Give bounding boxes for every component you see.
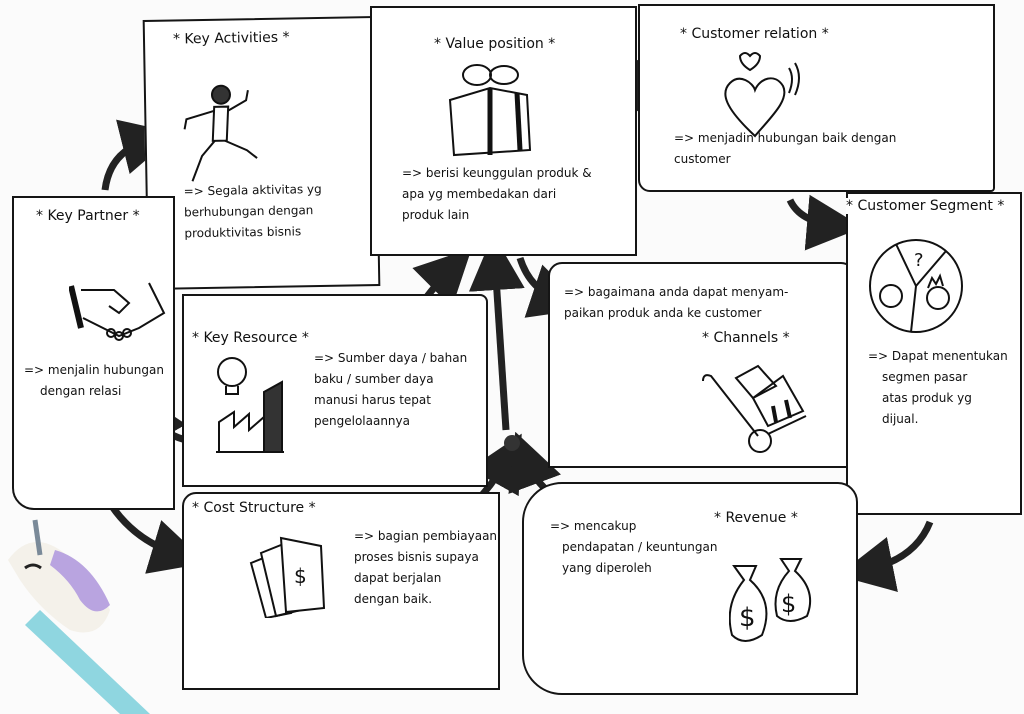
key-partner-description: => menjalin hubungan dengan relasi: [24, 360, 164, 402]
svg-text:$: $: [739, 603, 756, 633]
desc-line: dapat berjalan: [354, 571, 442, 585]
money-bills-icon: $: [249, 536, 326, 618]
desc-line: dijual.: [882, 412, 919, 426]
cost-structure-block: * Cost Structure * $ => bagian pembiayaa…: [182, 492, 500, 690]
revenue-title: * Revenue *: [714, 510, 798, 526]
svg-text:$: $: [781, 590, 796, 618]
cost-structure-title: * Cost Structure *: [192, 500, 316, 516]
desc-line: => Segala aktivitas yg: [183, 181, 322, 199]
arrow-partner-to-activities: [101, 119, 178, 191]
customer-relation-block: * Customer relation * => menjadin hubung…: [638, 4, 995, 192]
desc-line: => Sumber daya / bahan: [314, 351, 468, 365]
customer-segment-description: => Dapat menentukan segmen pasar atas pr…: [868, 346, 1008, 430]
gift-box-icon: [448, 64, 532, 157]
desc-line: produktivitas bisnis: [184, 224, 302, 241]
desc-line: produk lain: [402, 208, 470, 222]
customer-relation-description: => menjadin hubungan baik dengan custome…: [674, 128, 896, 170]
svg-text:?: ?: [914, 250, 924, 271]
revenue-description: => mencakup pendapatan / keuntungan yang…: [550, 516, 718, 579]
desc-line: proses bisnis supaya: [354, 550, 479, 564]
channels-description: => bagaimana anda dapat menyam- paikan p…: [564, 282, 788, 324]
desc-line: => menjalin hubungan: [24, 363, 164, 377]
desc-line: => menjadin hubungan baik dengan: [674, 131, 897, 145]
key-activities-title: * Key Activities *: [172, 29, 290, 48]
center-dot: [504, 435, 520, 451]
key-resource-description: => Sumber daya / bahan baku / sumber day…: [314, 348, 467, 432]
desc-line: apa yg membedakan dari: [402, 187, 557, 201]
key-resource-title: * Key Resource *: [192, 330, 309, 346]
desc-line: => bagaimana anda dapat menyam-: [564, 285, 789, 299]
value-position-title: * Value position *: [434, 36, 556, 52]
desc-line: customer: [674, 152, 731, 166]
desc-line: dengan baik.: [354, 592, 433, 606]
desc-line: dengan relasi: [40, 384, 122, 398]
arrow-segment-to-revenue: [837, 520, 934, 592]
customer-relation-title: * Customer relation *: [680, 26, 829, 42]
svg-text:$: $: [294, 564, 307, 588]
value-position-block: * Value position * => berisi keunggulan …: [370, 6, 637, 256]
desc-line: berhubungan dengan: [183, 203, 314, 220]
handshake-icon: [69, 282, 166, 341]
key-partner-title: * Key Partner *: [36, 208, 140, 224]
desc-line: pendapatan / keuntungan: [562, 540, 718, 554]
customer-segment-block: * Customer Segment * ? => Dapat menentuk…: [846, 192, 1022, 515]
desc-line: paikan produk anda ke customer: [564, 306, 762, 320]
arrow-center-to-value: [468, 234, 525, 431]
market-segments-pie-icon: ?: [869, 239, 963, 333]
desc-line: manusi harus tepat: [314, 393, 431, 407]
hand-truck-icon: [702, 364, 807, 453]
channels-title: * Channels *: [702, 330, 790, 346]
desc-line: baku / sumber daya: [314, 372, 434, 386]
desc-line: pengelolaannya: [314, 414, 410, 428]
key-activities-block: * Key Activities * => Segala aktivitas y…: [142, 15, 381, 291]
key-activities-description: => Segala aktivitas yg berhubungan denga…: [183, 179, 322, 244]
value-position-description: => berisi keunggulan produk & apa yg mem…: [402, 163, 592, 226]
arrow-relation-to-segment: [786, 194, 863, 251]
cost-structure-description: => bagian pembiayaan proses bisnis supay…: [354, 526, 497, 610]
desc-line: => berisi keunggulan produk &: [402, 166, 592, 180]
desc-line: => bagian pembiayaan: [354, 529, 498, 543]
desc-line: segmen pasar: [882, 370, 968, 384]
running-person-icon: [183, 84, 258, 182]
channels-block: => bagaimana anda dapat menyam- paikan p…: [548, 262, 855, 468]
heart-icon: [724, 52, 800, 138]
desc-line: => mencakup: [550, 519, 637, 533]
money-bags-icon: $$: [729, 558, 811, 642]
unicorn-pen-photo: [8, 519, 150, 714]
revenue-block: * Revenue * => mencakup pendapatan / keu…: [522, 482, 858, 695]
customer-segment-title-text: * Customer Segment *: [846, 198, 1005, 214]
lightbulb-factory-icon: [216, 357, 284, 453]
desc-line: yang diperoleh: [562, 561, 652, 575]
desc-line: => Dapat menentukan: [868, 349, 1008, 363]
key-partner-block: * Key Partner * => menjalin hubungan den…: [12, 196, 175, 510]
desc-line: atas produk yg: [882, 391, 972, 405]
key-resource-block: * Key Resource * => Sumber daya / bahan …: [182, 294, 488, 487]
